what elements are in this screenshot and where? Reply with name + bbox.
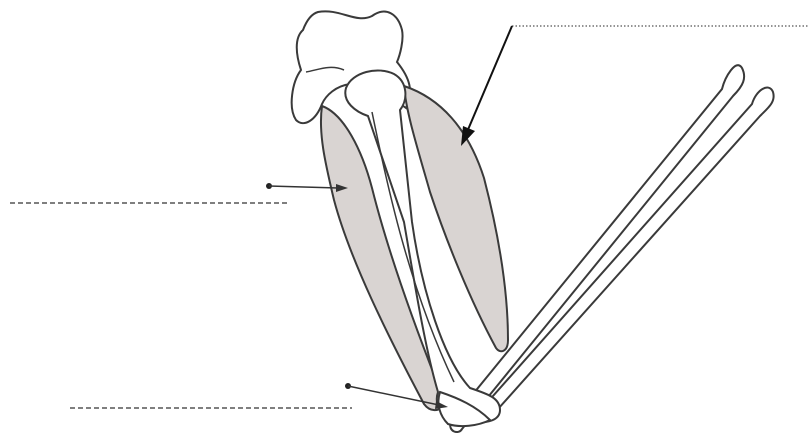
pointer-arrow-top-right <box>467 26 512 132</box>
forearm-bone-inner <box>484 88 773 414</box>
pointer-arrow-middle-left <box>269 186 338 188</box>
